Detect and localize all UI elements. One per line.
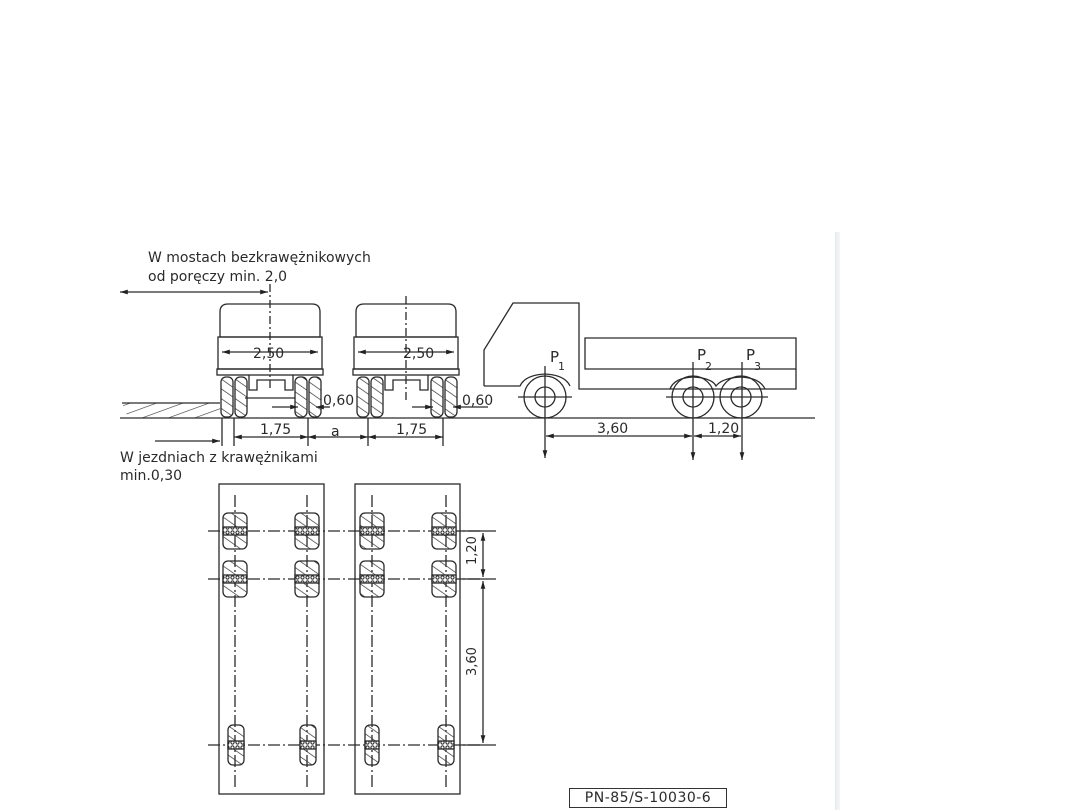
curb-note-line1: W jezdniach z krawężnikami [120, 450, 318, 466]
wheel-spacing-right: 1,75 [396, 422, 427, 438]
axle-spacing-tandem: 1,20 [708, 421, 739, 437]
load-p3-sub: 3 [754, 360, 761, 373]
plan-axle-spacing-tandem: 1,20 [465, 536, 480, 565]
vehicle-width-right: 2,50 [403, 346, 434, 362]
standard-reference-box: PN-85/S-10030-6 [569, 788, 727, 808]
wheel-spacing-left: 1,75 [260, 422, 291, 438]
gap-a: a [331, 424, 340, 440]
wheel-offset-right: 0,60 [462, 393, 493, 409]
load-p2-sub: 2 [705, 360, 712, 373]
standard-reference: PN-85/S-10030-6 [584, 790, 712, 806]
top-note-line1: W mostach bezkrawężnikowych [148, 250, 371, 266]
curb-note-line2: min.0,30 [120, 468, 182, 484]
vehicle-width-left: 2,50 [253, 346, 284, 362]
load-p1-sub: 1 [558, 360, 565, 373]
scan-edge [835, 232, 840, 810]
load-p3: P [746, 346, 755, 364]
load-p2: P [697, 346, 706, 364]
top-note-line2: od poręczy min. 2,0 [148, 269, 287, 285]
plan-axle-spacing-main: 3,60 [465, 647, 480, 676]
load-p1: P [550, 348, 559, 366]
axle-spacing-main: 3,60 [597, 421, 628, 437]
wheel-offset-left: 0,60 [323, 393, 354, 409]
